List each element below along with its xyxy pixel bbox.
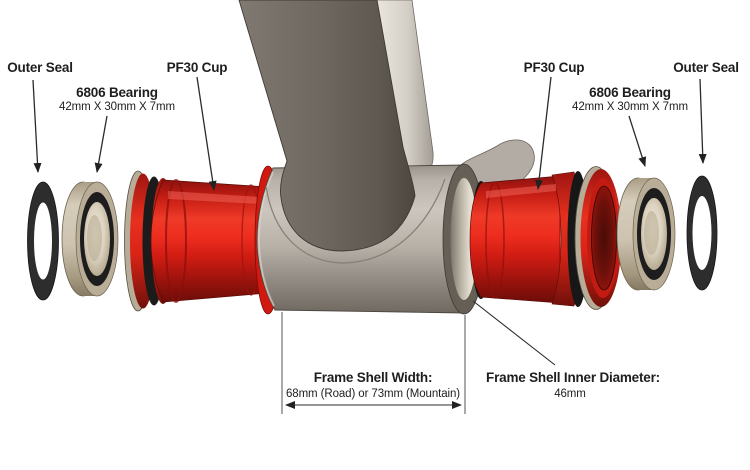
- outer-seal-right-label: Outer Seal: [673, 60, 739, 75]
- pf30-cup-right-label: PF30 Cup: [524, 60, 585, 75]
- labels: Outer Seal 6806 Bearing 42mm X 30mm X 7m…: [7, 60, 739, 400]
- outer-seal-right-arrow: [698, 78, 707, 164]
- bearing-right-label: 6806 Bearing: [589, 85, 671, 100]
- outer-seal-left-label: Outer Seal: [7, 60, 73, 75]
- frame-shell-width-value: 68mm (Road) or 73mm (Mountain): [286, 388, 460, 400]
- bearing-left-label: 6806 Bearing: [76, 85, 158, 100]
- pf30-cup-right-arrow: [535, 76, 552, 190]
- outer-seal-left-part: [27, 181, 59, 301]
- pf30-cup-left-arrow: [196, 76, 217, 191]
- inner-diameter-value: 46mm: [554, 388, 586, 400]
- bearing-right-size: 42mm X 30mm X 7mm: [572, 101, 688, 113]
- frame-shell-width-label: Frame Shell Width:: [314, 370, 433, 385]
- shell-fillet-line: [265, 178, 446, 264]
- pf30-cup-left-part: [124, 170, 269, 312]
- pf30-cup-left-label: PF30 Cup: [167, 60, 228, 75]
- outer-seal-right-part: [686, 175, 718, 291]
- inner-diameter-leader: [472, 300, 556, 366]
- shell-bore: [450, 178, 478, 300]
- bearing-left-arrow: [94, 115, 108, 173]
- outer-seal-left-arrow: [32, 79, 42, 173]
- dimension-lines: [281, 300, 556, 414]
- down-tube: [238, 0, 416, 252]
- callout-arrows: [32, 76, 707, 191]
- bearing-right-part: [616, 177, 676, 291]
- bearing-right-arrow: [628, 115, 647, 167]
- bearing-left-size: 42mm X 30mm X 7mm: [59, 101, 175, 113]
- frame-assembly-illustration: [27, 0, 718, 315]
- inner-diameter-label: Frame Shell Inner Diameter:: [486, 370, 660, 385]
- bearing-left-part: [61, 181, 119, 297]
- pf30-cup-right-part: [469, 166, 622, 310]
